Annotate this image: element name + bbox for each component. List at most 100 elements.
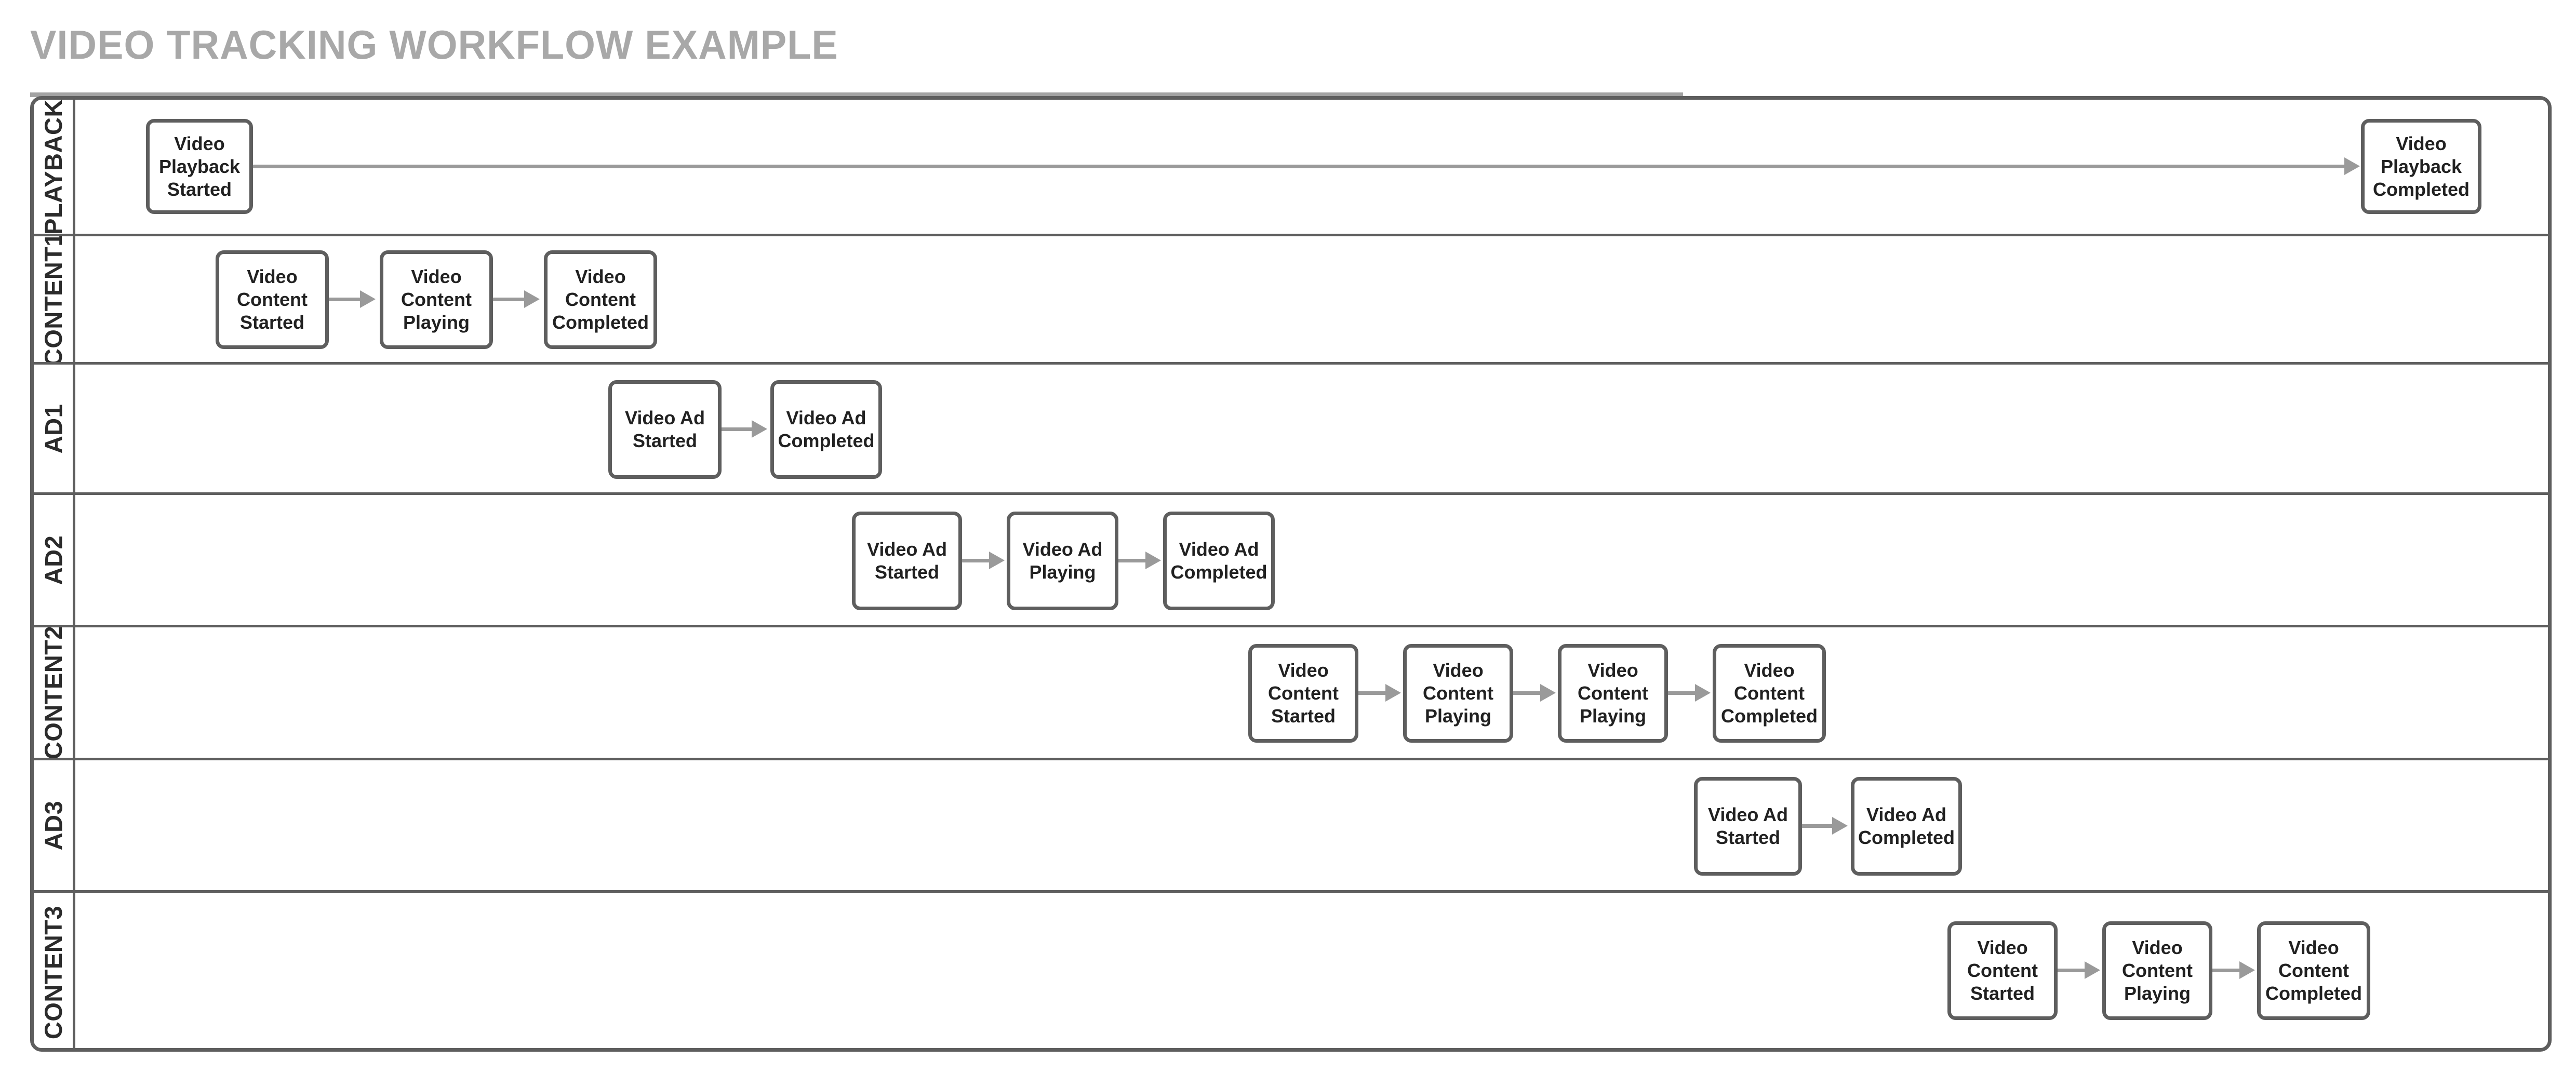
lane-divider-6 <box>34 890 2548 893</box>
lane-body-playback: Video Playback Started Video Playback Co… <box>75 100 2548 234</box>
arrowhead-c1a-c1b <box>360 290 376 308</box>
node-label: Video Content Completed <box>552 266 649 333</box>
arrowhead-p1-p2 <box>2344 157 2360 175</box>
connector-c3a-c3b <box>2058 969 2085 972</box>
node-a3-completed[interactable]: Video Ad Completed <box>1851 777 1962 876</box>
connector-c1b-c1c <box>493 298 524 301</box>
lane-body-content3: Video Content Started Video Content Play… <box>75 893 2548 1052</box>
lane-label-text: AD3 <box>39 800 67 850</box>
connector-a1a-a1b <box>722 427 752 431</box>
node-label: Video Playback Started <box>158 132 241 200</box>
lane-content1: CONTENT1 Video Content Started Video Con… <box>34 236 2548 362</box>
node-c2-playing-2[interactable]: Video Content Playing <box>1558 644 1668 743</box>
node-a2-playing[interactable]: Video Ad Playing <box>1007 512 1118 610</box>
node-a1-completed[interactable]: Video Ad Completed <box>770 380 882 479</box>
node-c1-started[interactable]: Video Content Started <box>216 250 329 349</box>
connector-c3b-c3c <box>2212 969 2239 972</box>
lane-label-ad2: AD2 <box>34 495 75 625</box>
node-a2-started[interactable]: Video Ad Started <box>852 512 962 610</box>
connector-a2a-a2b <box>962 559 989 562</box>
lane-content2: CONTENT2 Video Content Started Video Con… <box>34 627 2548 758</box>
connector-a3a-a3b <box>1802 824 1832 828</box>
arrowhead-c2a-c2b <box>1385 684 1401 702</box>
node-label: Video Ad Completed <box>778 407 875 451</box>
lane-divider-1 <box>34 234 2548 236</box>
arrowhead-c1b-c1c <box>524 290 540 308</box>
node-a1-started[interactable]: Video Ad Started <box>608 380 722 479</box>
lane-label-playback: PLAYBACK <box>34 100 75 234</box>
lane-content3: CONTENT3 Video Content Started Video Con… <box>34 893 2548 1052</box>
swimlane-pool: PLAYBACK Video Playback Started Video Pl… <box>30 96 2552 1052</box>
node-label: Video Content Playing <box>2122 937 2193 1004</box>
node-label: Video Ad Completed <box>1858 804 1955 848</box>
lane-ad3: AD3 Video Ad Started Video Ad Completed <box>34 760 2548 890</box>
arrowhead-c2b-c2c <box>1540 684 1556 702</box>
connector-a2b-a2c <box>1118 559 1145 562</box>
arrowhead-c2c-c2d <box>1695 684 1711 702</box>
connector-p1-p2 <box>253 165 2344 168</box>
node-label: Video Content Completed <box>2265 937 2362 1004</box>
node-c2-completed[interactable]: Video Content Completed <box>1713 644 1826 743</box>
lane-label-ad1: AD1 <box>34 365 75 492</box>
node-label: Video Content Playing <box>401 266 472 333</box>
lane-label-text: PLAYBACK <box>39 100 67 234</box>
node-c1-playing[interactable]: Video Content Playing <box>380 250 493 349</box>
node-video-playback-started[interactable]: Video Playback Started <box>146 119 253 214</box>
node-c2-playing-1[interactable]: Video Content Playing <box>1403 644 1513 743</box>
lane-body-content2: Video Content Started Video Content Play… <box>75 627 2548 758</box>
lane-ad2: AD2 Video Ad Started Video Ad Playing Vi… <box>34 495 2548 625</box>
lane-label-content3: CONTENT3 <box>34 893 75 1052</box>
connector-c2b-c2c <box>1513 691 1540 695</box>
arrowhead-a2b-a2c <box>1145 552 1161 569</box>
lane-divider-3 <box>34 492 2548 495</box>
lane-label-text: CONTENT1 <box>39 236 68 362</box>
lane-label-text: AD2 <box>39 535 67 585</box>
lane-body-ad1: Video Ad Started Video Ad Completed <box>75 365 2548 492</box>
lane-playback: PLAYBACK Video Playback Started Video Pl… <box>34 100 2548 234</box>
lane-label-text: CONTENT3 <box>39 905 68 1039</box>
node-label: Video Ad Started <box>1707 804 1788 848</box>
lane-divider-5 <box>34 758 2548 760</box>
arrowhead-a3a-a3b <box>1832 817 1848 835</box>
lane-divider-2 <box>34 362 2548 365</box>
node-c2-started[interactable]: Video Content Started <box>1248 644 1358 743</box>
arrowhead-c3b-c3c <box>2239 961 2255 979</box>
lane-label-text: CONTENT2 <box>39 627 68 758</box>
node-label: Video Content Playing <box>1578 660 1648 727</box>
node-label: Video Ad Started <box>866 539 947 583</box>
arrowhead-a2a-a2b <box>989 552 1005 569</box>
node-label: Video Content Playing <box>1423 660 1493 727</box>
lane-label-content1: CONTENT1 <box>34 236 75 362</box>
arrowhead-a1a-a1b <box>752 420 767 438</box>
node-c3-playing[interactable]: Video Content Playing <box>2102 921 2212 1020</box>
node-label: Video Ad Started <box>624 407 705 451</box>
lane-label-ad3: AD3 <box>34 760 75 890</box>
node-a3-started[interactable]: Video Ad Started <box>1694 777 1802 876</box>
arrowhead-c3a-c3b <box>2085 961 2100 979</box>
lane-label-content2: CONTENT2 <box>34 627 75 758</box>
node-c3-completed[interactable]: Video Content Completed <box>2257 921 2370 1020</box>
node-label: Video Content Started <box>1967 937 2038 1004</box>
lane-divider-4 <box>34 625 2548 627</box>
node-label: Video Content Started <box>1268 660 1339 727</box>
lane-label-text: AD1 <box>39 404 67 453</box>
connector-c1a-c1b <box>329 298 360 301</box>
node-label: Video Playback Completed <box>2372 132 2470 200</box>
node-video-playback-completed[interactable]: Video Playback Completed <box>2361 119 2481 214</box>
connector-c2a-c2b <box>1358 691 1385 695</box>
node-c3-started[interactable]: Video Content Started <box>1947 921 2058 1020</box>
page-header: VIDEO TRACKING WORKFLOW EXAMPLE <box>30 20 1692 97</box>
page-title: VIDEO TRACKING WORKFLOW EXAMPLE <box>30 22 838 68</box>
node-a2-completed[interactable]: Video Ad Completed <box>1163 512 1275 610</box>
node-label: Video Ad Playing <box>1022 539 1103 583</box>
lane-body-content1: Video Content Started Video Content Play… <box>75 236 2548 362</box>
lane-ad1: AD1 Video Ad Started Video Ad Completed <box>34 365 2548 492</box>
title-divider <box>30 92 1683 97</box>
lane-body-ad2: Video Ad Started Video Ad Playing Video … <box>75 495 2548 625</box>
node-c1-completed[interactable]: Video Content Completed <box>544 250 657 349</box>
node-label: Video Content Started <box>237 266 308 333</box>
lane-body-ad3: Video Ad Started Video Ad Completed <box>75 760 2548 890</box>
connector-c2c-c2d <box>1668 691 1695 695</box>
node-label: Video Content Completed <box>1720 660 1818 727</box>
